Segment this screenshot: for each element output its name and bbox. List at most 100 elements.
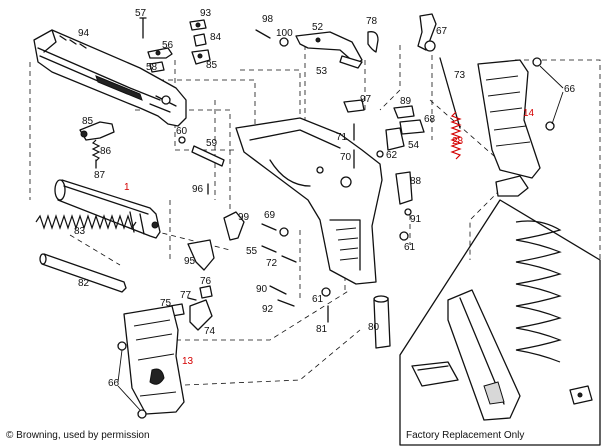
callout-67: 67 xyxy=(436,26,448,37)
part-74 xyxy=(189,299,213,331)
magazine-spring xyxy=(515,220,562,363)
callout-89: 89 xyxy=(400,96,412,107)
part-58 xyxy=(149,61,165,73)
callout-84: 84 xyxy=(210,32,222,43)
recoil-spring-part-83 xyxy=(35,214,137,230)
part-85-upper xyxy=(191,49,211,65)
callout-72: 72 xyxy=(266,258,278,269)
magazine-body xyxy=(447,289,521,421)
callout-13: 13 xyxy=(182,356,194,367)
rod-part-73 xyxy=(439,57,461,129)
part-62 xyxy=(376,150,384,158)
callout-66-right: 66 xyxy=(564,84,576,95)
part-68 xyxy=(399,119,425,135)
part-99 xyxy=(223,211,245,241)
callout-56: 56 xyxy=(162,40,174,51)
callout-77: 77 xyxy=(180,290,192,301)
left-grip-part-13 xyxy=(123,305,185,415)
part-69 xyxy=(261,223,277,231)
guide-rod-part-82 xyxy=(39,253,127,293)
callout-97: 97 xyxy=(360,94,372,105)
callout-76: 76 xyxy=(200,276,212,287)
callout-58: 58 xyxy=(146,62,158,73)
callout-71: 71 xyxy=(336,132,348,143)
grip-screws-part-66 xyxy=(532,57,555,131)
pin-part-98 xyxy=(255,29,271,39)
callout-1: 1 xyxy=(124,182,130,193)
callout-69: 69 xyxy=(264,210,276,221)
magazine-base xyxy=(411,361,459,387)
part-84 xyxy=(193,33,207,47)
callout-80: 80 xyxy=(368,322,380,333)
callout-91: 91 xyxy=(410,214,422,225)
callout-labels: 57 93 98 100 52 78 67 94 56 84 58 85 53 … xyxy=(74,8,576,389)
callout-95: 95 xyxy=(184,256,196,267)
callout-92: 92 xyxy=(262,304,274,315)
part-61-upper xyxy=(399,231,409,241)
callout-100: 100 xyxy=(276,28,293,39)
callout-83: 83 xyxy=(74,226,86,237)
callout-98: 98 xyxy=(262,14,274,25)
part-100 xyxy=(279,37,289,47)
extractor-part-85 xyxy=(79,121,115,141)
callout-78: 78 xyxy=(366,16,378,27)
part-88 xyxy=(395,171,413,205)
trigger-part-95 xyxy=(187,239,215,271)
pin-part-90 xyxy=(269,285,287,295)
part-61-mid xyxy=(279,227,289,237)
callout-94: 94 xyxy=(78,28,90,39)
pin-part-77 xyxy=(187,297,197,301)
callout-88: 88 xyxy=(410,176,422,187)
mainspring-part-28 xyxy=(450,111,462,160)
callout-87: 87 xyxy=(94,170,106,181)
callout-85: 85 xyxy=(82,116,94,127)
callout-53: 53 xyxy=(316,66,328,77)
callout-28: 28 xyxy=(452,136,464,147)
callout-85-upper: 85 xyxy=(206,60,218,71)
callout-93: 93 xyxy=(200,8,212,19)
part-54 xyxy=(385,127,405,151)
part-93 xyxy=(189,19,207,31)
barrel-part-1 xyxy=(54,179,161,239)
slide-part-94 xyxy=(33,29,187,127)
callout-86: 86 xyxy=(100,146,112,157)
callout-82: 82 xyxy=(78,278,90,289)
credit-caption: © Browning, used by permission xyxy=(6,430,150,441)
part-61-low xyxy=(321,287,331,297)
callout-99: 99 xyxy=(238,212,250,223)
part-89 xyxy=(393,105,415,119)
callout-62: 62 xyxy=(386,150,398,161)
callout-70: 70 xyxy=(340,152,352,163)
callout-73: 73 xyxy=(454,70,466,81)
callout-96: 96 xyxy=(192,184,204,195)
magazine-follower xyxy=(495,175,529,197)
callout-59: 59 xyxy=(206,138,218,149)
grip-screws-part-66-left xyxy=(117,341,147,419)
part-78 xyxy=(367,31,379,53)
factory-replacement-label: Factory Replacement Only xyxy=(406,430,524,441)
spring-part-86 xyxy=(91,139,101,162)
part-97 xyxy=(343,99,365,113)
leader-lines xyxy=(117,65,564,411)
callout-54: 54 xyxy=(408,140,420,151)
callout-75: 75 xyxy=(160,298,172,309)
callout-14: 14 xyxy=(523,108,535,119)
pin-part-92 xyxy=(277,299,295,307)
part-53 xyxy=(339,55,363,69)
callout-61-low: 61 xyxy=(312,294,324,305)
callout-68: 68 xyxy=(424,114,436,125)
callout-61-upper: 61 xyxy=(404,242,416,253)
part-67 xyxy=(417,13,437,52)
right-grip-part-14 xyxy=(477,59,541,179)
pin-part-57 xyxy=(139,17,147,39)
callout-55: 55 xyxy=(246,246,258,257)
trigger-pin-part-59 xyxy=(191,145,225,167)
callout-52: 52 xyxy=(312,22,324,33)
part-56 xyxy=(147,47,173,59)
part-80 xyxy=(373,295,391,349)
frame xyxy=(235,117,383,285)
callout-57: 57 xyxy=(135,8,147,19)
callout-60: 60 xyxy=(176,126,188,137)
pin-part-72 xyxy=(281,255,297,263)
